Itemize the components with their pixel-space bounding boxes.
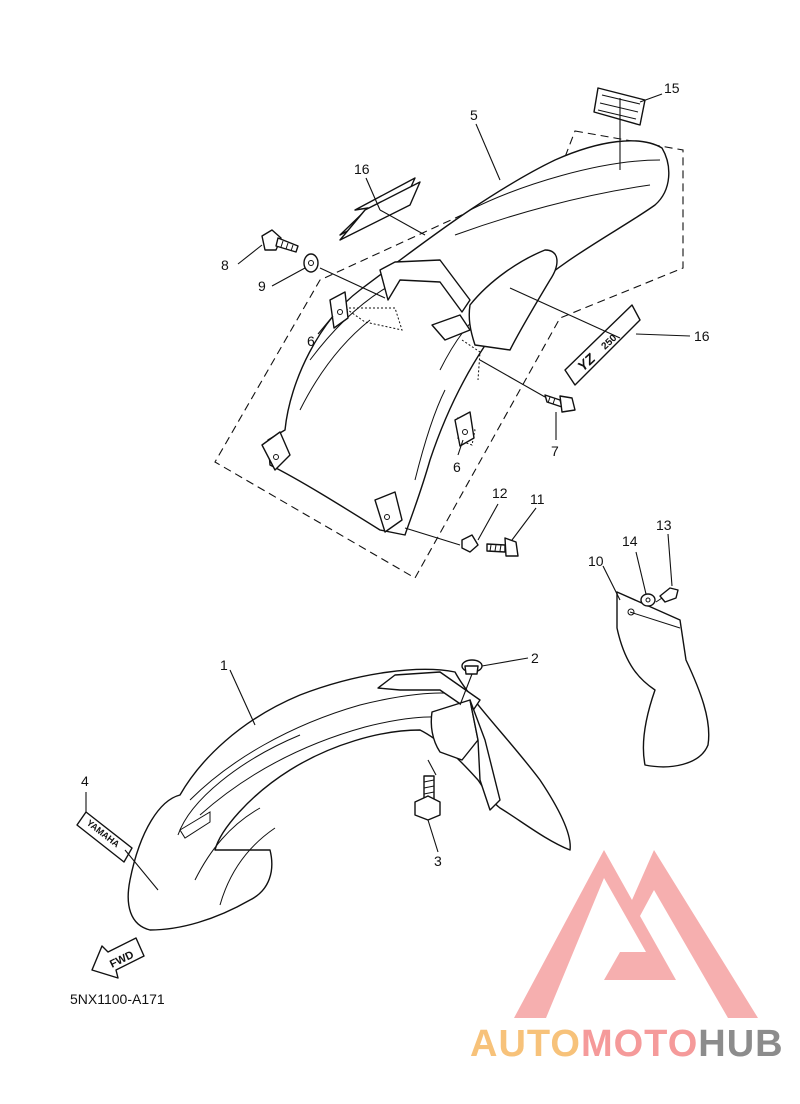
callout-4: 4 bbox=[81, 773, 89, 789]
bolt-11 bbox=[486, 537, 519, 557]
decal-yamaha bbox=[76, 811, 133, 863]
callout-13: 13 bbox=[656, 517, 672, 533]
screw-13 bbox=[655, 587, 679, 603]
bolt-3 bbox=[414, 775, 441, 821]
watermark-moto: MOTO bbox=[581, 1023, 698, 1065]
nut-12 bbox=[461, 534, 479, 553]
washer-9 bbox=[303, 253, 319, 273]
callout-8: 8 bbox=[221, 257, 229, 273]
callout-6a: 6 bbox=[307, 333, 315, 349]
callout-9: 9 bbox=[258, 278, 266, 294]
mud-flap bbox=[616, 591, 710, 768]
washer-14 bbox=[640, 593, 656, 607]
callout-10: 10 bbox=[588, 553, 604, 569]
callout-7: 7 bbox=[551, 443, 559, 459]
callout-16a: 16 bbox=[354, 161, 370, 177]
callout-16b: 16 bbox=[694, 328, 710, 344]
watermark-text: AUTOMOTOHUB bbox=[470, 1023, 784, 1065]
callout-15: 15 bbox=[664, 80, 680, 96]
callout-6b: 6 bbox=[453, 459, 461, 475]
drawing-code: 5NX1100-A171 bbox=[70, 991, 165, 1007]
watermark-hub: HUB bbox=[698, 1023, 783, 1065]
callout-3: 3 bbox=[434, 853, 442, 869]
callout-11: 11 bbox=[530, 491, 545, 507]
callout-5: 5 bbox=[470, 107, 478, 123]
callout-1: 1 bbox=[220, 657, 228, 673]
watermark-logo bbox=[514, 850, 758, 1018]
bolt-7 bbox=[544, 394, 576, 413]
callout-12: 12 bbox=[492, 485, 508, 501]
callout-14: 14 bbox=[622, 533, 638, 549]
rear-fender bbox=[267, 140, 670, 536]
callout-2: 2 bbox=[531, 650, 539, 666]
fwd-arrow: FWD bbox=[91, 937, 145, 979]
bolt-8 bbox=[261, 229, 299, 253]
decal-yz250 bbox=[564, 304, 641, 386]
bolt-2 bbox=[461, 659, 483, 675]
watermark-auto: AUTO bbox=[470, 1023, 581, 1065]
